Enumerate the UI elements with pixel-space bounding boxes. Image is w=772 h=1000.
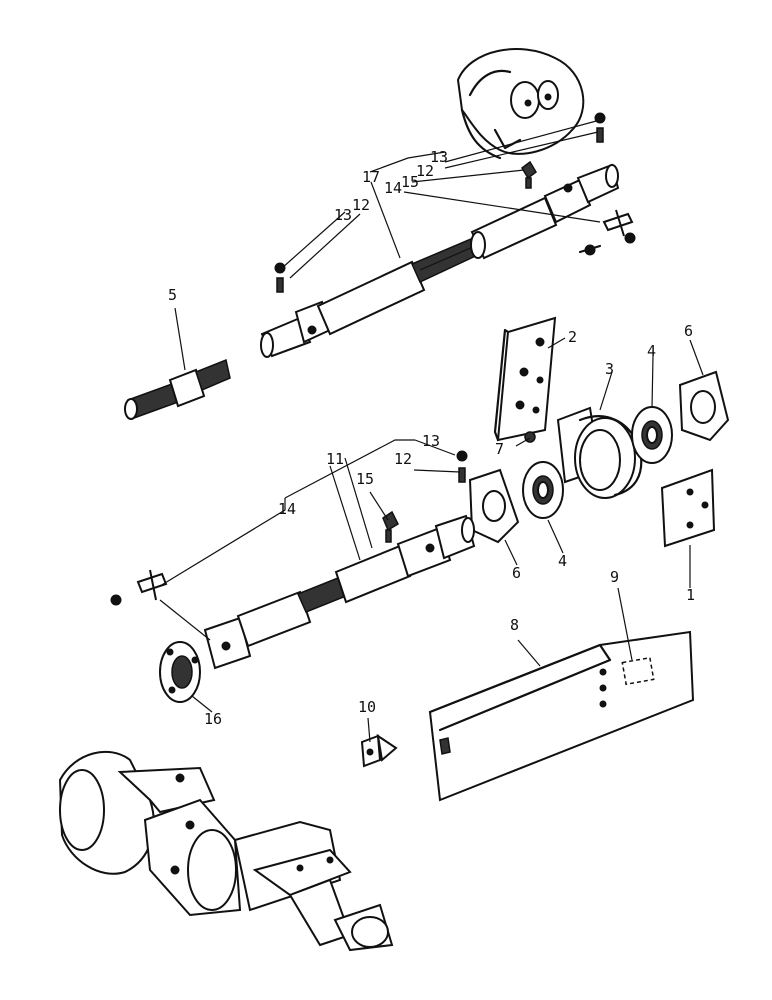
seal-plate-6-upper [678, 370, 730, 442]
callout-2: 2 [568, 328, 577, 346]
callout-12-upper-left: 12 [352, 196, 370, 214]
callout-3: 3 [605, 360, 614, 378]
mounting-plate-2 [493, 316, 557, 442]
callout-6-upper: 6 [684, 322, 693, 340]
mounting-plate-1 [660, 468, 716, 548]
callout-15-upper: 15 [401, 173, 419, 191]
callout-14-lower: 14 [278, 500, 296, 518]
callout-15-lower: 15 [356, 470, 374, 488]
callout-13-upper-left: 13 [334, 206, 352, 224]
leader-lines [159, 119, 704, 743]
callout-13-upper: 13 [430, 148, 448, 166]
callout-11: 11 [326, 450, 344, 468]
callout-13-lower: 13 [422, 432, 440, 450]
seal-plate-6-lower [468, 468, 520, 544]
bearing-4-upper [631, 406, 673, 464]
callout-6-lower: 6 [512, 564, 521, 582]
lower-fasteners [456, 450, 468, 483]
upper-drive-shaft [260, 163, 636, 358]
callout-17: 17 [362, 168, 380, 186]
stub-shaft [124, 358, 231, 420]
callout-4-lower: 4 [558, 552, 567, 570]
callout-9: 9 [610, 568, 619, 586]
callout-10: 10 [358, 698, 376, 716]
callout-4-upper: 4 [647, 342, 656, 360]
callout-8: 8 [510, 616, 519, 634]
callout-7: 7 [495, 440, 504, 458]
callout-12-lower: 12 [394, 450, 412, 468]
bracket-10 [360, 733, 451, 768]
axle-housing [58, 750, 394, 952]
lower-drive-shaft [110, 510, 476, 670]
callout-12-upper: 12 [416, 162, 434, 180]
callout-labels: 17 13 12 13 12 15 14 5 2 3 4 6 7 13 11 1… [168, 148, 695, 728]
bearing-housing-3 [556, 406, 643, 499]
companion-flange-16 [159, 641, 201, 703]
bearing-4-lower [522, 461, 564, 519]
callout-16: 16 [204, 710, 222, 728]
callout-5: 5 [168, 286, 177, 304]
shaft-guard-8 [428, 630, 695, 802]
callout-1: 1 [686, 586, 695, 604]
callout-14-upper: 14 [384, 179, 402, 197]
